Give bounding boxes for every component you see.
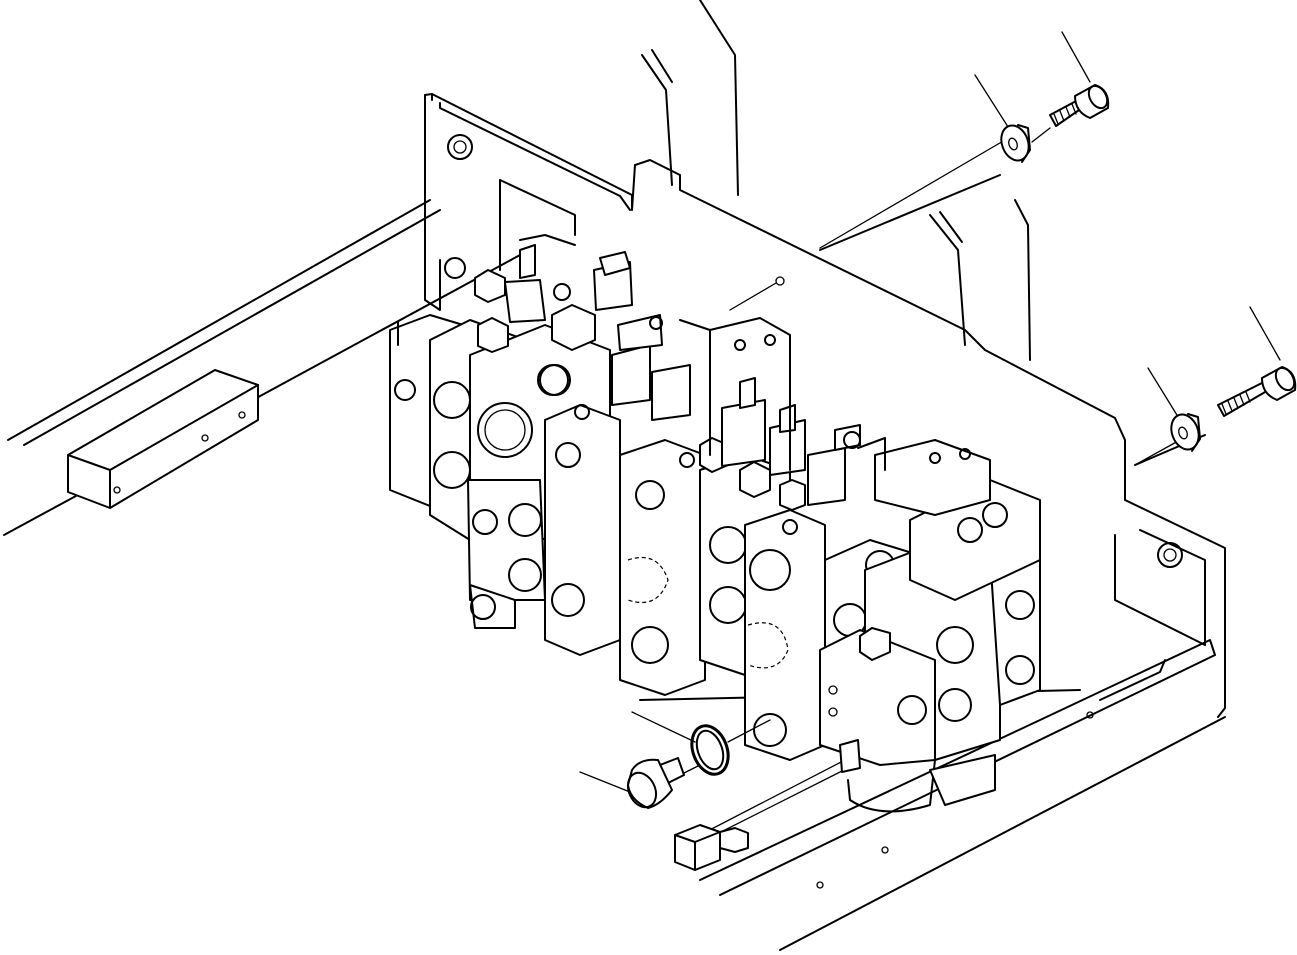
lower-fastener-group [1134,306,1297,466]
washer-icon [1170,413,1200,451]
left-bracket-block [67,369,259,509]
o-ring-icon [690,724,730,776]
upper-fastener-group [729,31,1110,311]
plug-icon [626,757,685,809]
hex-socket-bolt-icon [1217,366,1297,417]
control-valve [389,234,1041,813]
plug-group [579,711,771,809]
hex-socket-bolt-icon [1049,84,1110,127]
washer-icon [1000,124,1030,162]
connector [674,739,861,871]
